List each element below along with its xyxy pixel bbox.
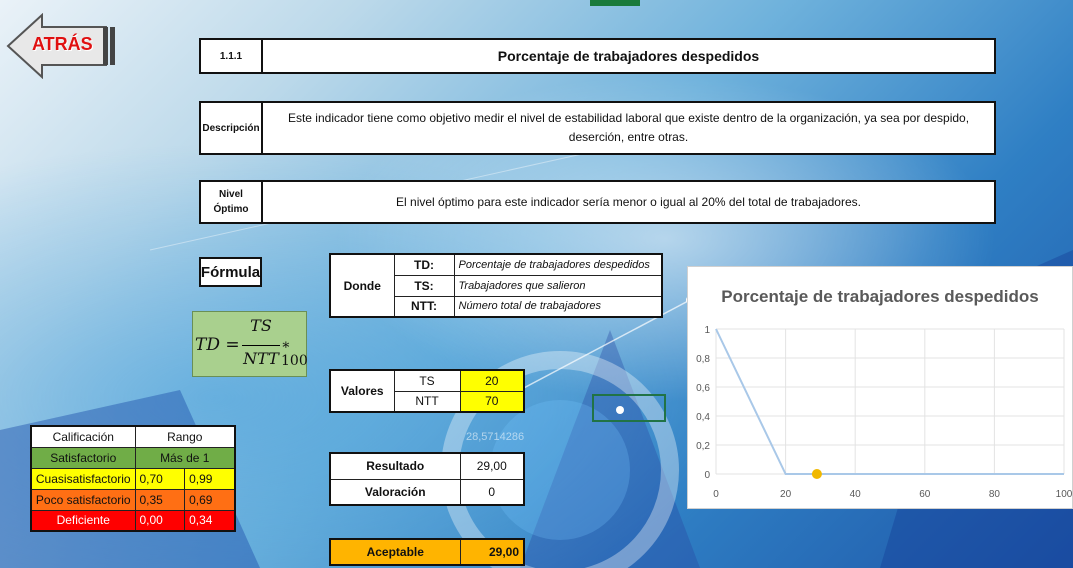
indicator-code: 1.1.1 [201,40,263,72]
y-tick-label: 0,4 [696,412,710,423]
y-tick-label: 0,8 [696,354,710,365]
final-table: Aceptable 29,00 [329,538,525,566]
grade-name: Satisfactorio [30,446,136,469]
result-table: Resultado 29,00 Valoración 0 [329,452,525,506]
faint-calculation: 28,5714286 [466,431,525,443]
chart-title: Porcentaje de trabajadores despedidos [721,287,1039,306]
formula-denominator: NTT [243,349,279,368]
def-symbol: NTT: [393,295,455,318]
x-tick-label: 0 [713,489,719,500]
grade-low: 0,35 [134,488,186,511]
grading-row: Poco satisfactorio 0,35 0,69 [30,488,236,511]
page-title: Porcentaje de trabajadores despedidos [497,48,760,64]
rating-value: 0 [459,478,525,506]
values-label: Valores [329,369,395,413]
formula-box: TD = TS NTT ∗ 100 [192,311,308,377]
formula-factor: ∗ 100 [281,337,308,369]
grade-name: Poco satisfactorio [30,488,136,511]
description-label: Descripción [201,103,263,153]
grading-row: Satisfactorio Más de 1 [30,446,236,469]
final-label: Aceptable [329,538,461,566]
formula-label: Fórmula [199,257,262,287]
final-value: 29,00 [459,538,525,566]
definitions-label: Donde [329,253,395,318]
def-symbol: TS: [393,274,455,297]
chart-plot: 0 0,2 0,4 0,6 0,8 1 0 20 40 60 80 100 [696,325,1073,500]
grade-range: Más de 1 [134,446,236,469]
y-tick-label: 1 [704,325,710,336]
fraction-bar [242,345,280,346]
def-meaning: Número total de trabajadores [453,295,663,318]
formula-lhs: TD = [195,335,240,355]
result-value: 29,00 [459,452,525,480]
description-box: Descripción Este indicador tiene como ob… [199,101,996,155]
grade-name: Cuasisatisfactorio [30,467,136,490]
grade-high: 0,99 [184,467,236,490]
x-tick-label: 100 [1056,489,1073,500]
def-meaning: Porcentaje de trabajadores despedidos [453,253,663,276]
selected-cell[interactable] [592,394,666,422]
grade-name: Deficiente [30,509,136,532]
header-bar: 1.1.1 Porcentaje de trabajadores despedi… [199,38,996,74]
optimal-label-line2: Óptimo [213,204,249,215]
value-name: TS [393,369,461,392]
grade-high: 0,69 [184,488,236,511]
definitions-table: Donde TD: Porcentaje de trabajadores des… [329,253,663,318]
back-arrow-icon [6,13,115,79]
grading-row: Deficiente 0,00 0,34 [30,509,236,532]
grading-header: Rango [134,425,236,448]
y-tick-label: 0,2 [696,441,710,452]
def-meaning: Trabajadores que salieron [453,274,663,297]
y-tick-label: 0,6 [696,383,710,394]
grade-low: 0,70 [134,467,186,490]
result-label: Resultado [329,452,461,480]
grade-high: 0,34 [184,509,236,532]
grading-row: Cuasisatisfactorio 0,70 0,99 [30,467,236,490]
description-text: Este indicador tiene como objetivo medir… [287,110,970,144]
ntt-input[interactable]: 70 [459,390,525,413]
optimal-label-line1: Nivel [219,189,243,200]
grade-low: 0,00 [134,509,186,532]
def-symbol: TD: [393,253,455,276]
grading-header: Calificación [30,425,136,448]
x-tick-label: 40 [850,489,862,500]
series-line [715,328,1064,475]
ts-input[interactable]: 20 [459,369,525,392]
x-tick-label: 80 [989,489,1001,500]
values-table: Valores TS 20 NTT 70 [329,369,525,413]
value-name: NTT [393,390,461,413]
x-tick-label: 60 [919,489,931,500]
optimal-box: Nivel Óptimo El nivel óptimo para este i… [199,180,996,224]
rating-label: Valoración [329,478,461,506]
x-tick-label: 20 [780,489,792,500]
optimal-label: Nivel Óptimo [201,182,263,222]
data-point-marker [811,469,822,479]
back-button[interactable]: ATRÁS [6,13,121,79]
grading-table: Calificación Rango Satisfactorio Más de … [30,425,236,532]
back-label: ATRÁS [32,34,93,54]
formula-numerator: TS [250,316,272,335]
optimal-text: El nivel óptimo para este indicador serí… [396,195,861,209]
y-tick-label: 0 [704,470,710,481]
